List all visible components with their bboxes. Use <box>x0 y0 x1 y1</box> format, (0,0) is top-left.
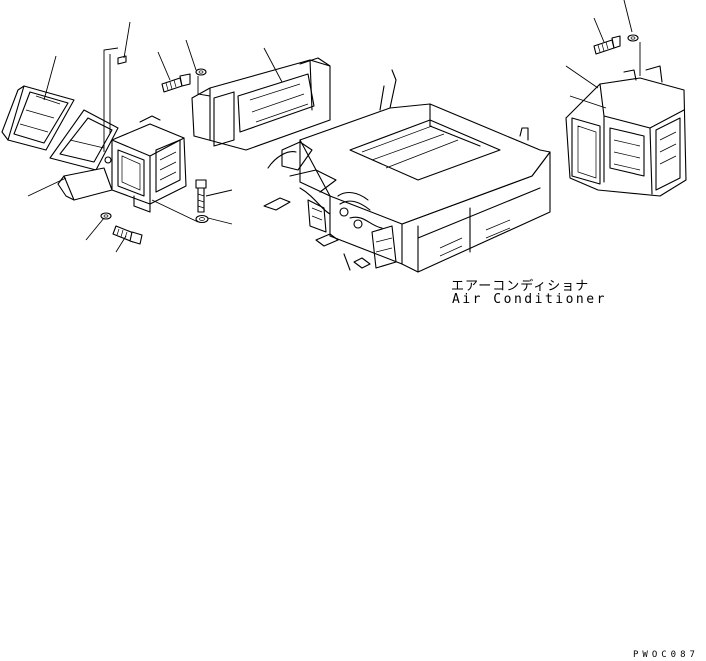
figure-code: PWOC087 <box>633 650 699 660</box>
blower-housing <box>57 115 187 213</box>
bolt-right <box>593 35 621 55</box>
bolt-upper-left <box>161 73 191 93</box>
screw-upper-left <box>117 55 127 65</box>
outlet-duct <box>191 57 331 151</box>
bolt-center-vertical <box>195 179 207 213</box>
washer-right <box>627 34 639 42</box>
leader-lines <box>27 0 641 253</box>
air-conditioner-unit <box>263 69 551 273</box>
intake-duct-cover <box>1 85 75 151</box>
bolt-left-lower <box>112 225 143 245</box>
washer-upper <box>195 68 207 76</box>
part-name-japanese: エアーコンディショナ <box>451 279 590 294</box>
washer-center <box>195 214 209 224</box>
heater-housing <box>565 65 687 197</box>
washer-left-lower <box>100 212 112 220</box>
part-name-english: Air Conditioner <box>452 292 607 307</box>
